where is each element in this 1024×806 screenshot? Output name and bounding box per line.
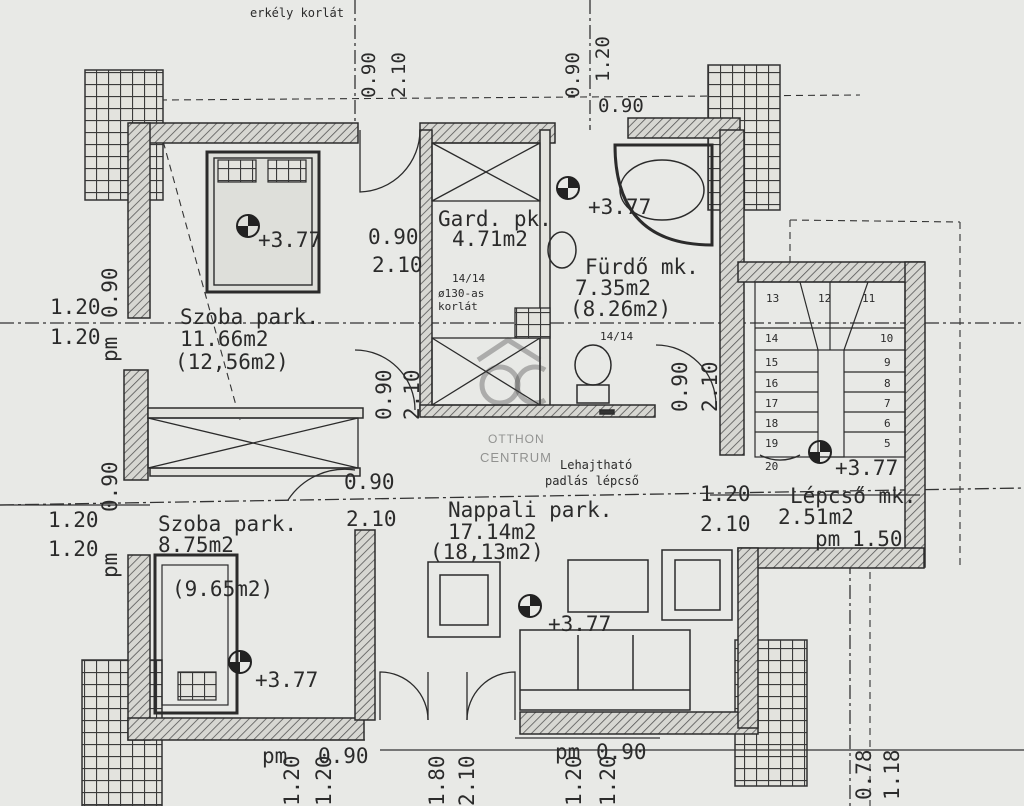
living-name: Nappali park. [448,498,613,522]
vent-size: 14/14 [600,330,634,343]
stair-step: 18 [765,417,779,430]
bedroom1-area: 11.66m2 [180,327,269,351]
bottom-left-width: 0.90 [318,744,369,768]
wardrobe-door-height: 2.10 [372,253,423,277]
hall-door-height: 2.10 [400,369,424,420]
bed2-door-width: 0.90 [344,470,395,494]
right-dim-1: 0.78 [852,749,876,800]
bath-door-width: 0.90 [668,361,692,412]
left-upper-dim-v: 0.90 [98,267,122,318]
bedroom1-level: +3.77 [258,228,322,252]
stair-pm-value: 1.50 [852,527,903,551]
stair-step: 7 [884,397,891,410]
bath-door-height: 2.10 [698,361,722,412]
left-lower-dim-2: 1.20 [48,537,99,561]
bottom-pm-left: pm [262,744,288,768]
bottom-dim: 1.20 [280,755,304,806]
bedroom1-name: Szoba park. [180,305,320,329]
exterior-walls [123,117,926,741]
wardrobe-name: Gard. pk. [438,207,552,231]
left-lower-dim-1: 1.20 [48,508,99,532]
stair-step: 9 [884,356,891,369]
bed-2 [153,553,239,715]
stair-door-width: 1.20 [700,482,751,506]
top-dim-c: 0.90 [562,52,584,98]
ladder-note-2: korlát [438,300,478,313]
door-swings [287,129,801,721]
watermark-brand-2: CENTRUM [480,450,552,465]
left-upper-dim-2: 1.20 [50,325,101,349]
stair-step: 17 [765,397,779,410]
bedroom1-area-gross: (12,56m2) [175,350,289,374]
bottom-dim: 1.20 [312,755,336,806]
stair-step: 11 [862,292,876,305]
bottom-right-width: 0.90 [596,740,647,764]
wardrobe-door-width: 0.90 [368,225,419,249]
watermark-logo [476,337,547,406]
toilet [574,344,612,404]
bathroom-name: Fürdő mk. [585,255,699,279]
bathroom-area-gross: (8.26m2) [570,297,672,321]
ladder-note-1: ø130-as [438,287,485,300]
stair-step: 15 [765,356,779,369]
attic-note-2: padlás lépcső [545,474,639,488]
left-upper-pm: pm [98,336,122,362]
level-markers [228,176,832,674]
hall-door-width: 0.90 [372,369,396,420]
stair-step: 16 [765,377,779,390]
stair-step: 12 [818,292,832,305]
staircase [754,281,906,458]
bottom-pm-right: pm [555,740,581,764]
stair-pm: pm [815,527,841,551]
landing-level: +3.77 [835,456,899,480]
wardrobe-cabinets [147,142,551,469]
bed-1 [205,150,321,294]
dimension-lines [0,494,1024,751]
stair-step: 10 [880,332,894,345]
stair-step: 20 [765,460,779,473]
bedroom2-name: Szoba park. [158,512,298,536]
landing-name: Lépcső mk. [790,484,917,508]
bathtub [547,143,714,269]
bottom-dim: 2.10 [455,755,479,806]
wardrobe-area: 4.71m2 [452,227,528,251]
top-dim-d: 1.20 [592,36,614,82]
stair-door-height: 2.10 [700,512,751,536]
ladder-size: 14/14 [452,272,486,285]
stair-step: 5 [884,437,891,450]
attic-note-1: Lehajtható [560,458,633,472]
bed2-door-height: 2.10 [346,507,397,531]
left-upper-dim-1: 1.20 [50,295,101,319]
bottom-dim: 1.20 [562,755,586,806]
stair-step: 14 [765,332,779,345]
living-level: +3.77 [548,612,612,636]
living-furniture [427,549,733,711]
landing-area: 2.51m2 [778,505,854,529]
stair-step: 8 [884,377,891,390]
left-lower-dim-v: 0.90 [98,461,122,512]
bathroom-area: 7.35m2 [575,276,651,300]
living-area-gross: (18,13m2) [430,540,544,564]
bedroom2-area: 8.75m2 [158,533,234,557]
top-dim-b: 2.10 [388,52,410,98]
stair-step: 13 [766,292,780,305]
top-dim-a: 0.90 [358,52,380,98]
bottom-dim: 1.20 [596,755,620,806]
living-area: 17.14m2 [448,520,537,544]
stair-step: 19 [765,437,779,450]
stair-step: 6 [884,417,891,430]
top-dim-e: 0.90 [598,95,644,117]
bedroom2-area-gross: (9.65m2) [172,577,274,601]
left-lower-pm: pm [98,552,122,578]
railing-label: erkély korlát [250,6,344,20]
bottom-dim: 1.80 [425,755,449,806]
bedroom2-level: +3.77 [255,668,319,692]
bathroom-level: +3.77 [588,195,652,219]
right-dim-2: 1.18 [880,749,904,800]
watermark-brand-1: OTTHON [488,432,545,446]
dashed-roof-lines [159,94,961,806]
